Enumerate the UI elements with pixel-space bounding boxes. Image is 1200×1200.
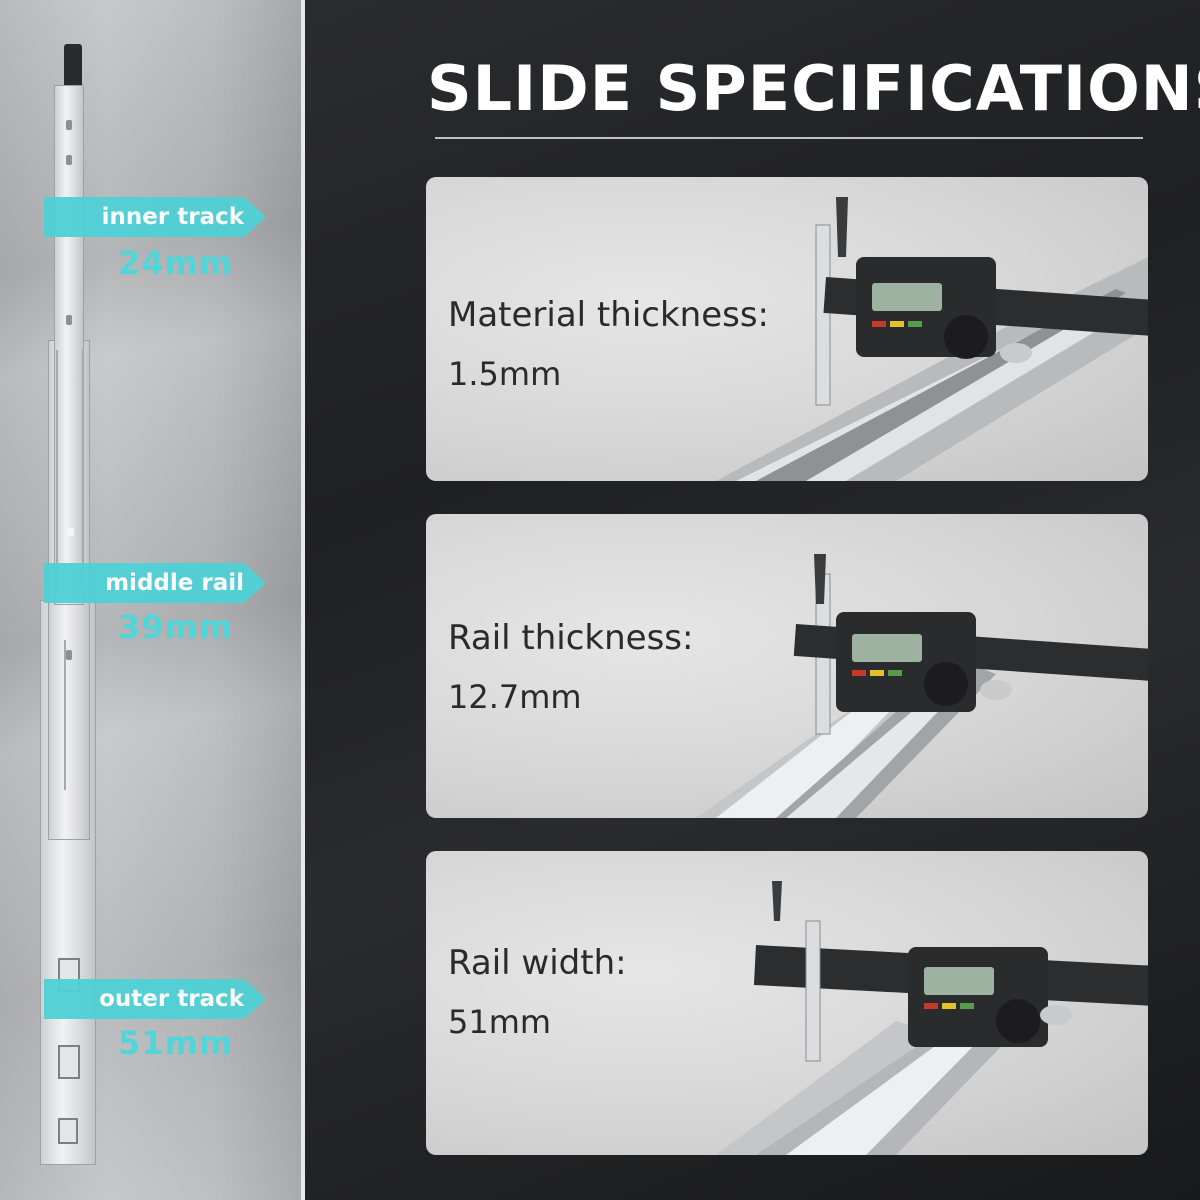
inner-track-tag: inner track [44, 197, 266, 237]
specifications-panel: SLIDE SPECIFICATIONS Material thickness:… [305, 0, 1200, 1200]
rail-groove [82, 350, 84, 590]
spec-value: 1.5mm [448, 355, 562, 393]
caliper-image [716, 881, 1148, 1155]
caliper-image [716, 197, 1148, 481]
rail-hole [66, 120, 72, 130]
inner-track-label: inner track [101, 204, 244, 230]
rail-groove [64, 640, 66, 790]
rail-slot [58, 1118, 78, 1144]
title-divider [435, 137, 1143, 139]
spec-card-material-thickness: Material thickness: 1.5mm [426, 177, 1148, 481]
inner-track-value: 24mm [118, 244, 234, 282]
rail-hole [66, 650, 72, 660]
caliper-image [696, 554, 1148, 818]
spec-value: 51mm [448, 1003, 552, 1041]
spec-label: Material thickness: [448, 295, 769, 335]
rail-end-cap [64, 44, 82, 86]
outer-track-label: outer track [99, 986, 244, 1012]
middle-rail-value: 39mm [118, 608, 234, 646]
rail-hole [66, 315, 72, 325]
middle-rail-tag: middle rail [44, 563, 266, 603]
panel-edge [301, 0, 305, 1200]
rail-slot [58, 1045, 80, 1079]
rail-groove [56, 350, 58, 590]
outer-track-tag: outer track [44, 979, 266, 1019]
rail-product-panel: inner track 24mm middle rail 39mm outer … [0, 0, 305, 1200]
spec-label: Rail width: [448, 943, 627, 983]
inner-track-rail [54, 85, 84, 605]
spec-value: 12.7mm [448, 678, 582, 716]
spec-card-rail-thickness: Rail thickness: 12.7mm [426, 514, 1148, 818]
rail-hole [66, 528, 74, 536]
rail-hole [66, 155, 72, 165]
spec-card-rail-width: Rail width: 51mm [426, 851, 1148, 1155]
middle-rail-label: middle rail [105, 570, 244, 596]
spec-label: Rail thickness: [448, 618, 694, 658]
page-title: SLIDE SPECIFICATIONS [427, 52, 1200, 125]
outer-track-value: 51mm [118, 1024, 234, 1062]
